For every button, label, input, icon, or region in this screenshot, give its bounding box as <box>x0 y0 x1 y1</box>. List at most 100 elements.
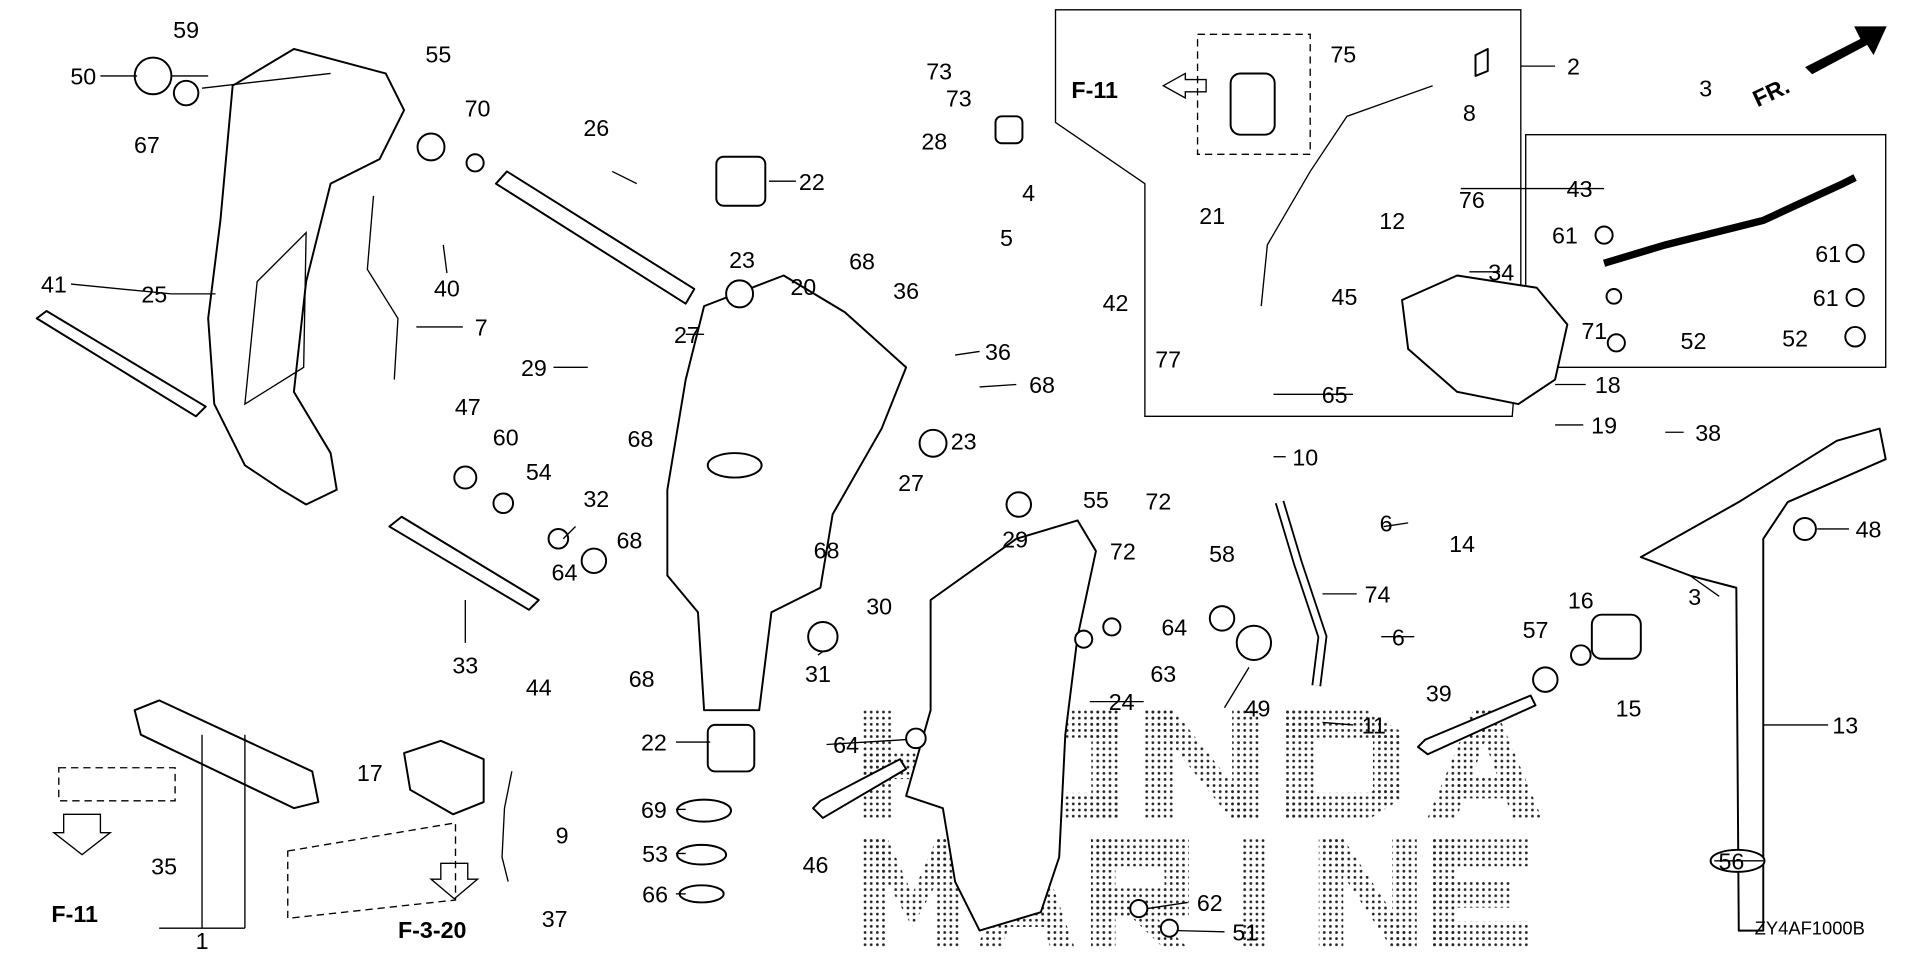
part-number-label[interactable]: 24 <box>1109 689 1135 715</box>
part-number-label[interactable]: 72 <box>1110 539 1136 565</box>
part-number-label[interactable]: 3 <box>1699 76 1712 102</box>
part-number-label[interactable]: 19 <box>1591 412 1617 438</box>
part-number-label[interactable]: 48 <box>1856 517 1882 543</box>
part-number-label[interactable]: 61 <box>1813 285 1839 311</box>
part-number-label[interactable]: 8 <box>1463 100 1476 126</box>
part-number-label[interactable]: 23 <box>951 428 977 454</box>
part-number-label[interactable]: 9 <box>556 823 569 849</box>
part-number-label[interactable]: 36 <box>893 278 919 304</box>
part-number-label[interactable]: 75 <box>1330 41 1356 67</box>
part-number-label[interactable]: 68 <box>1029 372 1055 398</box>
part-number-label[interactable]: 23 <box>729 247 755 273</box>
part-number-label[interactable]: 20 <box>790 274 816 300</box>
part-number-label[interactable]: 6 <box>1392 624 1405 650</box>
part-number-label[interactable]: 74 <box>1365 581 1391 607</box>
part-number-label[interactable]: 68 <box>627 426 653 452</box>
part-number-label[interactable]: 73 <box>926 59 952 85</box>
part-number-label[interactable]: 6 <box>1380 510 1393 536</box>
part-number-label[interactable]: 35 <box>151 853 177 879</box>
part-number-label[interactable]: 22 <box>799 169 825 195</box>
part-number-label[interactable]: 43 <box>1567 176 1593 202</box>
part-number-label[interactable]: 37 <box>542 906 568 932</box>
part-number-label[interactable]: 40 <box>434 275 460 301</box>
part-number-label[interactable]: 1 <box>196 928 209 954</box>
part-number-label[interactable]: 55 <box>425 41 451 67</box>
part-number-label[interactable]: 52 <box>1782 326 1808 352</box>
part-number-label[interactable]: 5 <box>1000 225 1013 251</box>
part-number-label[interactable]: 54 <box>526 459 552 485</box>
part-number-label[interactable]: 68 <box>616 528 642 554</box>
part-number-label[interactable]: 27 <box>898 470 924 496</box>
part-number-label[interactable]: 28 <box>921 128 947 154</box>
part-number-label[interactable]: 34 <box>1488 259 1514 285</box>
part-number-label[interactable]: 17 <box>357 760 383 786</box>
ref-label-f11-bottom[interactable]: F-11 <box>51 901 98 927</box>
part-number-label[interactable]: 77 <box>1155 346 1181 372</box>
part-number-label[interactable]: 76 <box>1459 187 1485 213</box>
part-number-label[interactable]: 7 <box>475 315 488 341</box>
part-number-label[interactable]: 45 <box>1332 284 1358 310</box>
part-number-label[interactable]: 14 <box>1449 531 1475 557</box>
part-number-label[interactable]: 65 <box>1322 382 1348 408</box>
part-number-label[interactable]: 68 <box>629 666 655 692</box>
part-number-label[interactable]: 63 <box>1150 661 1176 687</box>
part-number-label[interactable]: 57 <box>1523 617 1549 643</box>
part-number-label[interactable]: 67 <box>134 132 160 158</box>
part-number-label[interactable]: 4 <box>1022 180 1035 206</box>
part-number-label[interactable]: 64 <box>833 732 859 758</box>
part-number-label[interactable]: 33 <box>452 652 478 678</box>
part-number-label[interactable]: 30 <box>866 594 892 620</box>
part-number-label[interactable]: 10 <box>1292 444 1318 470</box>
part-number-label[interactable]: 22 <box>641 730 667 756</box>
part-number-label[interactable]: 18 <box>1595 372 1621 398</box>
part-number-label[interactable]: 13 <box>1832 712 1858 738</box>
ref-label-f11-top[interactable]: F-11 <box>1071 77 1118 103</box>
part-number-label[interactable]: 69 <box>641 797 667 823</box>
part-number-label[interactable]: 66 <box>642 881 668 907</box>
part-number-label[interactable]: 3 <box>1688 584 1701 610</box>
part-number-label[interactable]: 12 <box>1379 208 1405 234</box>
part-number-label[interactable]: 27 <box>674 322 700 348</box>
part-number-label[interactable]: 64 <box>552 559 578 585</box>
part-number-label[interactable]: 44 <box>526 675 552 701</box>
part-number-label[interactable]: 52 <box>1681 328 1707 354</box>
part-number-label[interactable]: 11 <box>1362 712 1386 738</box>
part-number-label[interactable]: 61 <box>1815 241 1841 267</box>
part-number-label[interactable]: 26 <box>583 115 609 141</box>
part-number-label[interactable]: 38 <box>1695 420 1721 446</box>
part-number-label[interactable]: 62 <box>1197 890 1223 916</box>
part-number-label[interactable]: 60 <box>493 425 519 451</box>
part-number-label[interactable]: 29 <box>521 355 547 381</box>
part-number-label[interactable]: 64 <box>1161 615 1187 641</box>
part-number-label[interactable]: 70 <box>465 95 491 121</box>
part-number-label[interactable]: 53 <box>642 841 668 867</box>
part-number-label[interactable]: 36 <box>985 339 1011 365</box>
part-number-label[interactable]: 21 <box>1199 203 1225 229</box>
part-number-label[interactable]: 29 <box>1002 526 1028 552</box>
part-number-label[interactable]: 50 <box>70 63 96 89</box>
part-number-label[interactable]: 16 <box>1568 588 1594 614</box>
part-number-label[interactable]: 72 <box>1145 488 1171 514</box>
part-number-label[interactable]: 31 <box>805 661 831 687</box>
part-number-label[interactable]: 61 <box>1552 223 1578 249</box>
part-number-label[interactable]: 47 <box>455 394 481 420</box>
part-number-label[interactable]: 73 <box>946 86 972 112</box>
part-number-label[interactable]: 71 <box>1581 318 1607 344</box>
part-number-label[interactable]: 41 <box>41 272 67 298</box>
part-number-label[interactable]: 68 <box>814 537 840 563</box>
part-number-label[interactable]: 51 <box>1232 919 1258 945</box>
part-number-label[interactable]: 2 <box>1567 54 1580 80</box>
part-number-label[interactable]: 58 <box>1209 541 1235 567</box>
part-number-label[interactable]: 49 <box>1245 695 1271 721</box>
ref-label-f3-20[interactable]: F-3-20 <box>398 917 466 943</box>
part-number-label[interactable]: 56 <box>1718 848 1744 874</box>
part-number-label[interactable]: 46 <box>803 852 829 878</box>
part-number-label[interactable]: 15 <box>1616 695 1642 721</box>
part-number-label[interactable]: 59 <box>173 17 199 43</box>
part-number-label[interactable]: 42 <box>1103 290 1129 316</box>
part-number-label[interactable]: 55 <box>1083 487 1109 513</box>
part-number-label[interactable]: 39 <box>1426 681 1452 707</box>
part-number-label[interactable]: 32 <box>583 486 609 512</box>
part-number-label[interactable]: 68 <box>849 248 875 274</box>
part-number-label[interactable]: 25 <box>141 281 167 307</box>
